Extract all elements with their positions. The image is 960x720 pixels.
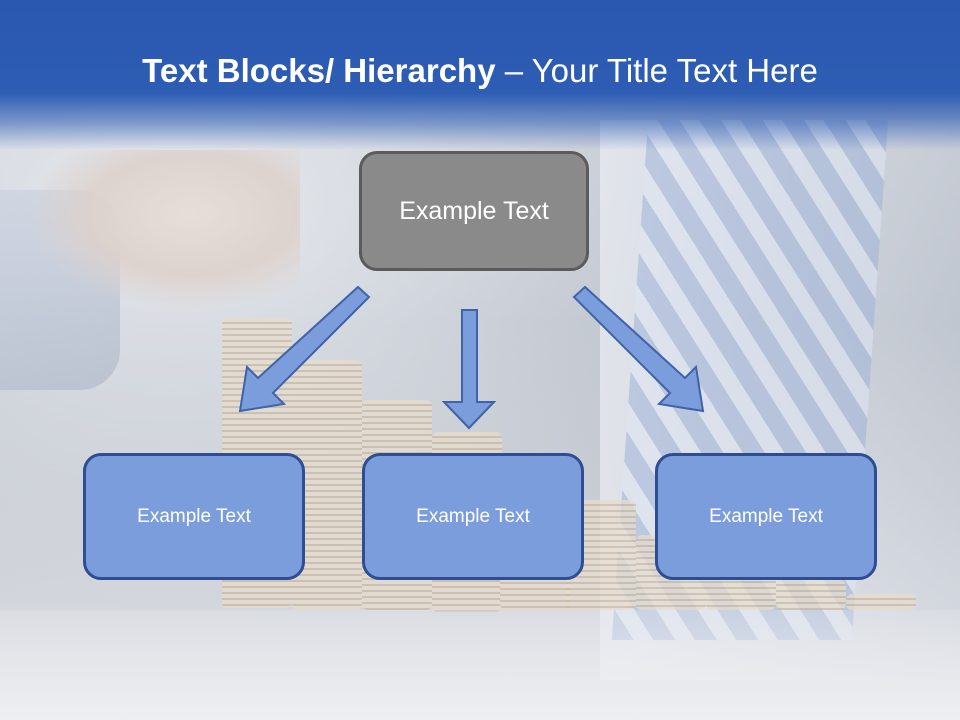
hierarchy-child-label: Example Text: [137, 505, 251, 527]
coin-stack: [846, 594, 916, 610]
hierarchy-child-box-right[interactable]: Example Text: [655, 453, 877, 580]
title-rest: Your Title Text Here: [531, 52, 818, 89]
background-hand: [30, 150, 300, 310]
slide-title: Text Blocks/ Hierarchy – Your Title Text…: [0, 52, 960, 90]
title-bold: Text Blocks/ Hierarchy: [142, 52, 496, 89]
hierarchy-child-label: Example Text: [709, 505, 823, 527]
hierarchy-top-label: Example Text: [399, 196, 549, 225]
hierarchy-child-label: Example Text: [416, 505, 530, 527]
title-separator: –: [495, 52, 532, 89]
table-reflection: [0, 610, 960, 720]
coin-stack: [776, 580, 846, 610]
hierarchy-child-box-center[interactable]: Example Text: [362, 453, 584, 580]
title-band: [0, 0, 960, 150]
hierarchy-top-box[interactable]: Example Text: [359, 151, 589, 271]
hierarchy-child-box-left[interactable]: Example Text: [83, 453, 305, 580]
